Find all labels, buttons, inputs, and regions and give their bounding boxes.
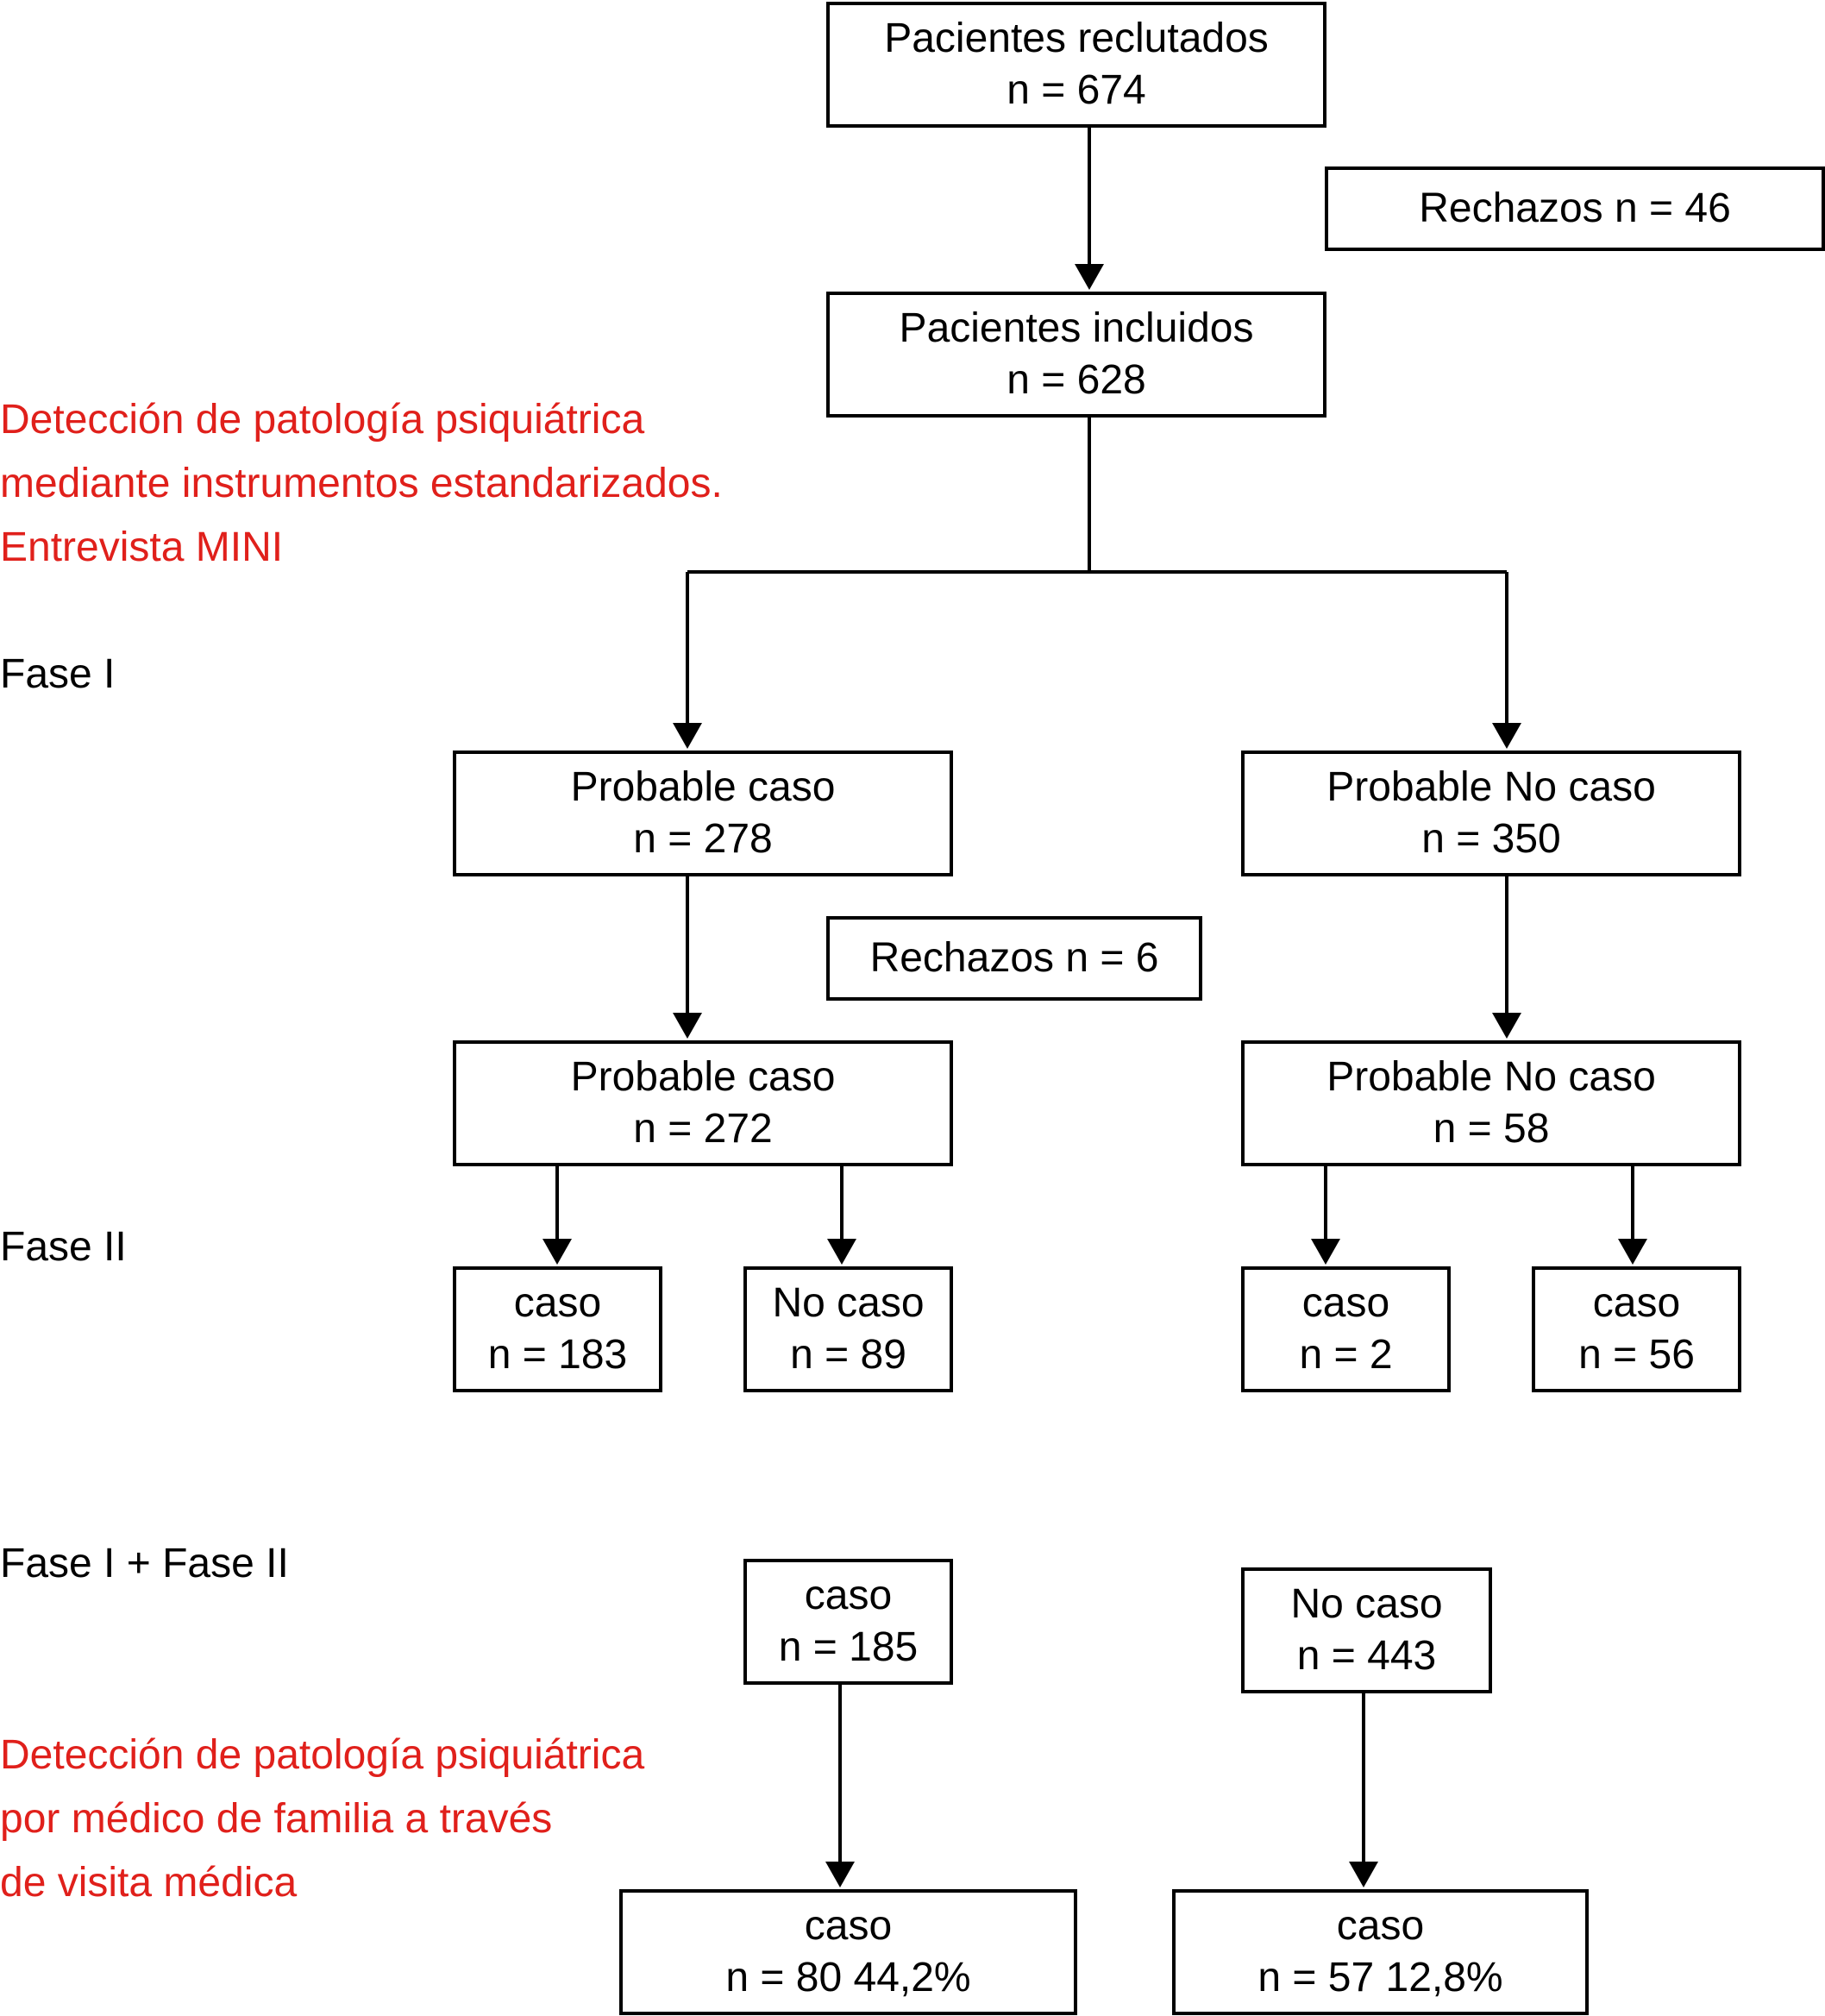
box-title: Probable caso <box>570 1054 836 1100</box>
note-line: Detección de patología psiquiátrica <box>0 1732 645 1778</box>
final-case-box: caso n = 80 44,2% <box>619 1889 1077 2015</box>
arrowhead <box>1492 1013 1521 1039</box>
final-no-case-origin-box: caso n = 57 12,8% <box>1172 1889 1589 2015</box>
box-title: caso <box>1336 1903 1425 1949</box>
arrowhead <box>542 1239 572 1265</box>
box-title: No caso <box>1290 1581 1443 1627</box>
arrowhead <box>673 1013 702 1039</box>
phase2-probable-no-case-box: Probable No caso n = 58 <box>1241 1040 1741 1166</box>
phase-1-plus-2-label: Fase I + Fase II <box>0 1541 289 1586</box>
rejections-box-2: Rechazos n = 6 <box>826 916 1202 1001</box>
arrowhead <box>673 723 702 749</box>
arrowhead <box>827 1239 856 1265</box>
box-title: Pacientes incluidos <box>899 305 1254 351</box>
box-count: n = 628 <box>1007 357 1146 403</box>
arrowhead <box>1349 1862 1378 1887</box>
box-count: n = 183 <box>487 1332 628 1378</box>
included-patients-box: Pacientes incluidos n = 628 <box>826 292 1326 418</box>
recruited-patients-box: Pacientes reclutados n = 674 <box>826 2 1326 128</box>
rejections-box-1: Rechazos n = 46 <box>1325 166 1825 251</box>
box-count: n = 443 <box>1296 1633 1437 1679</box>
case-183-box: caso n = 183 <box>453 1266 662 1392</box>
box-count: n = 80 44,2% <box>725 1955 971 2000</box>
box-title: caso <box>1301 1280 1390 1326</box>
case-2-box: caso n = 2 <box>1241 1266 1451 1392</box>
arrowhead <box>825 1862 855 1887</box>
note-line: Detección de patología psiquiátrica <box>0 397 645 443</box>
case-56-box: caso n = 56 <box>1532 1266 1741 1392</box>
family-doctor-note: Detección de patología psiquiátrica por … <box>0 1724 644 1915</box>
box-title: caso <box>804 1573 893 1618</box>
arrowhead <box>1311 1239 1340 1265</box>
total-no-case-box: No caso n = 443 <box>1241 1567 1492 1693</box>
arrowhead <box>1492 723 1521 749</box>
box-title: Rechazos n = 46 <box>1419 185 1731 231</box>
standardized-instruments-note: Detección de patología psiquiátrica medi… <box>0 388 723 580</box>
arrowhead <box>1618 1239 1647 1265</box>
note-line: Entrevista MINI <box>0 524 284 570</box>
box-count: n = 56 <box>1578 1332 1695 1378</box>
box-count: n = 272 <box>633 1106 773 1152</box>
box-title: No caso <box>772 1280 925 1326</box>
box-count: n = 278 <box>633 816 773 862</box>
note-line: por médico de familia a través <box>0 1796 553 1842</box>
box-count: n = 89 <box>790 1332 906 1378</box>
no-case-89-box: No caso n = 89 <box>743 1266 953 1392</box>
phase-2-label: Fase II <box>0 1224 127 1270</box>
box-title: caso <box>804 1903 893 1949</box>
box-count: n = 674 <box>1007 67 1146 113</box>
box-title: caso <box>513 1280 602 1326</box>
note-line: mediante instrumentos estandarizados. <box>0 461 723 506</box>
box-count: n = 57 12,8% <box>1257 1955 1503 2000</box>
box-title: Pacientes reclutados <box>884 16 1269 61</box>
phase1-probable-case-box: Probable caso n = 278 <box>453 751 953 876</box>
box-title: Probable No caso <box>1326 764 1656 810</box>
box-count: n = 350 <box>1421 816 1561 862</box>
box-count: n = 58 <box>1433 1106 1550 1152</box>
phase1-probable-no-case-box: Probable No caso n = 350 <box>1241 751 1741 876</box>
box-count: n = 2 <box>1299 1332 1393 1378</box>
total-case-box: caso n = 185 <box>743 1559 953 1685</box>
arrowhead <box>1075 264 1104 290</box>
box-title: Rechazos n = 6 <box>869 935 1159 981</box>
box-title: Probable No caso <box>1326 1054 1656 1100</box>
note-line: de visita médica <box>0 1860 298 1906</box>
box-title: Probable caso <box>570 764 836 810</box>
phase2-probable-case-box: Probable caso n = 272 <box>453 1040 953 1166</box>
box-count: n = 185 <box>778 1624 919 1670</box>
phase-1-label: Fase I <box>0 651 116 697</box>
box-title: caso <box>1592 1280 1681 1326</box>
